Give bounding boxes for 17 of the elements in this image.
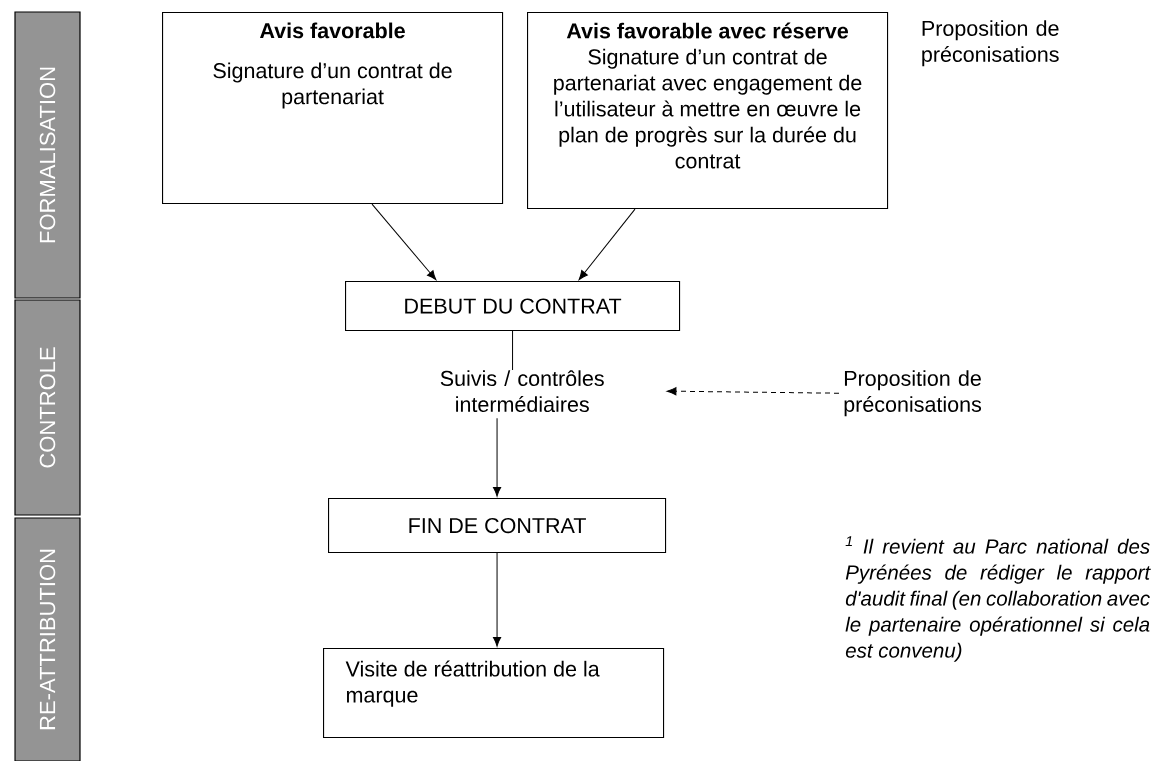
process-box: Avis favorable avec réserve Signature d’un contrat de partenariat avec engagement de l’utilisateur à mettre en œuvre le plan de progrès sur la durée du contrat: [527, 12, 889, 210]
arrow: [492, 417, 502, 497]
footnote-text: $^{1}$ Il revient au Parc national des Pyrénées de rédiger le rapport d'audit final (en collaboration avec le partenaire opérationnel si cela est convenu): [845, 536, 1151, 662]
phase-band: CONTROLE: [14, 299, 81, 516]
phase-band: RE-ATTRIBUTION: [14, 517, 81, 761]
arrow: [666, 387, 840, 396]
process-box: DEBUT DU CONTRAT: [345, 281, 681, 332]
process-text: Suivis / contrôles intermédiaires: [440, 370, 604, 413]
note-text: Proposition de préconisations: [922, 20, 1059, 67]
process-box: FIN DE CONTRAT: [328, 498, 667, 554]
process-text: Proposition de préconisations: [844, 370, 982, 417]
process-box: Visite de réattribution de la marque: [323, 648, 665, 739]
arrow: [492, 552, 502, 647]
phase-band: FORMALISATION: [14, 11, 81, 299]
process-box: Avis favorable Signature d’un contrat de partenariat: [162, 12, 504, 205]
arrow: [578, 208, 636, 280]
arrow: [371, 203, 437, 281]
